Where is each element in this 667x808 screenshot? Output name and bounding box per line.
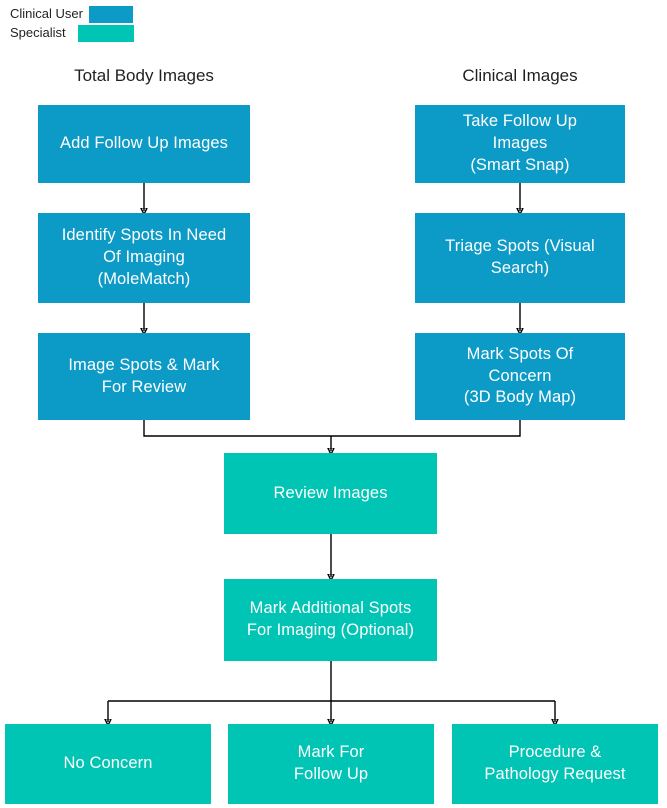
node-identify-spots-in-need-of-imaging[interactable]: Identify Spots In Need Of Imaging (MoleM…	[38, 213, 250, 303]
node-label-line-2: Images	[492, 134, 548, 153]
node-mark-for-follow-up[interactable]: Mark For Follow Up	[228, 724, 434, 804]
node-take-follow-up-images[interactable]: Take Follow Up Images (Smart Snap)	[415, 105, 625, 183]
node-image-spots-and-mark-for-review[interactable]: Image Spots & Mark For Review	[38, 333, 250, 420]
node-label-line-1: Mark Spots Of	[466, 344, 574, 363]
legend-swatch-clinical-user	[88, 5, 133, 23]
node-label-line-1: Procedure &	[508, 743, 602, 762]
node-label-line-1: Take Follow Up	[462, 112, 578, 131]
node-label-line-1: Mark Additional Spots	[249, 599, 412, 618]
legend-label-specialist: Specialist	[10, 25, 66, 40]
legend: Clinical User Specialist	[10, 5, 134, 43]
node-label-line-2: For Review	[101, 377, 187, 396]
node-review-images[interactable]: Review Images	[224, 453, 437, 534]
column-heading-total-body-images: Total Body Images	[74, 66, 214, 85]
node-label-line-1: Image Spots & Mark	[68, 355, 220, 374]
column-heading-clinical-images: Clinical Images	[462, 66, 578, 85]
node-label-line-2: Concern	[488, 366, 552, 385]
node-label-line-2: For Imaging (Optional)	[246, 621, 415, 639]
node-label-line-1: Triage Spots (Visual	[445, 237, 595, 256]
node-mark-additional-spots-for-imaging[interactable]: Mark Additional Spots For Imaging (Optio…	[224, 579, 437, 661]
node-label-line-3: (MoleMatch)	[97, 269, 191, 288]
legend-item-clinical-user: Clinical User	[10, 5, 134, 23]
node-label-line-2: Search)	[490, 259, 550, 277]
node-label-line-3: (3D Body Map)	[463, 388, 577, 407]
node-triage-spots-visual-search[interactable]: Triage Spots (Visual Search)	[415, 213, 625, 303]
node-label-line-2: Of Imaging	[103, 248, 185, 267]
node-label-line-3: (Smart Snap)	[470, 155, 570, 174]
node-label-line-2: Follow Up	[293, 765, 369, 783]
node-label: No Concern	[63, 754, 153, 773]
legend-item-specialist: Specialist	[10, 24, 134, 42]
legend-swatch-specialist	[77, 24, 134, 42]
node-label-line-1: Mark For	[297, 743, 365, 762]
node-label: Review Images	[273, 483, 388, 502]
node-label-line-1: Identify Spots In Need	[61, 226, 227, 245]
node-mark-spots-of-concern[interactable]: Mark Spots Of Concern (3D Body Map)	[415, 333, 625, 420]
node-add-follow-up-images[interactable]: Add Follow Up Images	[38, 105, 250, 183]
node-procedure-and-pathology-request[interactable]: Procedure & Pathology Request	[452, 724, 658, 804]
node-no-concern[interactable]: No Concern	[5, 724, 211, 804]
legend-label-clinical-user: Clinical User	[10, 6, 83, 21]
node-label-line-2: Pathology Request	[484, 765, 626, 783]
node-label: Add Follow Up Images	[60, 134, 228, 153]
